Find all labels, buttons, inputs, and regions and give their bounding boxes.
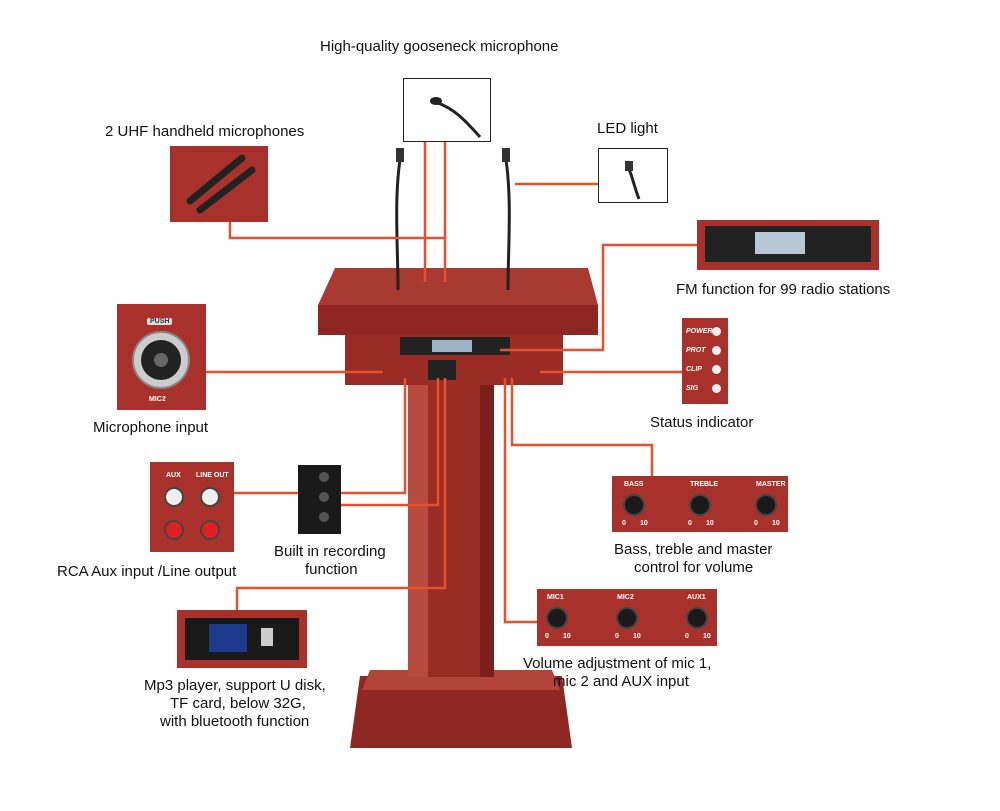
- mp3-display: [209, 624, 247, 652]
- rca-jacks-icon: [164, 487, 220, 540]
- fm-label: FM function for 99 radio stations: [676, 281, 891, 298]
- knob-label-mic2: MIC2: [617, 594, 634, 601]
- knob-master-icon: [755, 494, 777, 516]
- knob-min-label: 0: [685, 633, 689, 640]
- handheld-mic-icon: [186, 154, 256, 214]
- status-led-icon: [712, 346, 721, 355]
- mp3-label-2: TF card, below 32G,: [170, 695, 306, 712]
- mp3-inset: [177, 610, 307, 668]
- knob-mic2-icon: [616, 607, 638, 629]
- status-led-icon: [712, 365, 721, 374]
- knob-label-bass: BASS: [624, 481, 644, 488]
- tone-label-2: control for volume: [634, 559, 754, 576]
- podium-base: [350, 676, 572, 748]
- knob-treble-icon: [689, 494, 711, 516]
- recording-buttons-icon: [319, 472, 329, 522]
- knob-min-label: 0: [754, 520, 758, 527]
- knob-max-label: 10: [633, 633, 641, 640]
- status-item-sig: SIG: [686, 385, 699, 392]
- knob-label-treble: TREBLE: [690, 481, 718, 488]
- podium-desk-top: [318, 268, 598, 305]
- knob-max-label: 10: [703, 633, 711, 640]
- connector-lines: [206, 142, 697, 624]
- mic-input-inset: PUSH MIC2: [117, 304, 206, 410]
- gooseneck-icon: [430, 97, 482, 138]
- status-inset: POWER PROT CLIP SIG: [682, 318, 728, 404]
- status-led-icon: [712, 327, 721, 336]
- led-inset: [598, 148, 668, 203]
- status-item-power: POWER: [686, 328, 713, 335]
- status-item-prot: PROT: [686, 347, 706, 354]
- handheld-inset: [170, 146, 268, 222]
- mic2-label: MIC2: [149, 396, 166, 403]
- led-light-icon: [625, 161, 641, 200]
- knob-label-master: MASTER: [756, 481, 786, 488]
- knob-max-label: 10: [563, 633, 571, 640]
- knob-min-label: 0: [622, 520, 626, 527]
- status-item-clip: CLIP: [686, 366, 702, 373]
- xlr-jack-icon: [132, 331, 190, 389]
- aux-label: AUX: [166, 472, 181, 479]
- knob-aux1-icon: [686, 607, 708, 629]
- recording-label-2: function: [305, 561, 358, 578]
- knob-mic1-icon: [546, 607, 568, 629]
- fm-display: [755, 232, 805, 254]
- handheld-label: 2 UHF handheld microphones: [105, 123, 305, 140]
- recording-inset: [298, 465, 341, 534]
- rca-inset: AUX LINE OUT: [150, 462, 234, 552]
- volume-label-2: mic 2 and AUX input: [553, 673, 689, 690]
- knob-min-label: 0: [688, 520, 692, 527]
- gooseneck-label: High-quality gooseneck microphone: [320, 38, 559, 55]
- usb-port: [261, 628, 273, 646]
- line-out-label: LINE OUT: [196, 472, 229, 479]
- tone-label-1: Bass, treble and master: [614, 541, 773, 558]
- knob-min-label: 0: [615, 633, 619, 640]
- knob-max-label: 10: [772, 520, 780, 527]
- led-label: LED light: [597, 120, 658, 137]
- volume-inset: MIC1 0 10 MIC2 0 10 AUX1 0 10: [537, 589, 717, 646]
- status-label: Status indicator: [650, 414, 754, 431]
- knob-label-aux1: AUX1: [687, 594, 706, 601]
- status-led-icon: [712, 384, 721, 393]
- knob-label-mic1: MIC1: [547, 594, 564, 601]
- knob-min-label: 0: [545, 633, 549, 640]
- mic-input-label: Microphone input: [93, 419, 209, 436]
- knob-max-label: 10: [706, 520, 714, 527]
- rca-label: RCA Aux input /Line output: [57, 563, 237, 580]
- mp3-label-3: with bluetooth function: [160, 713, 310, 730]
- push-label: PUSH: [147, 318, 173, 325]
- knob-max-label: 10: [640, 520, 648, 527]
- recording-label-1: Built in recording: [274, 543, 386, 560]
- volume-label-1: Volume adjustment of mic 1,: [523, 655, 712, 672]
- mp3-label-1: Mp3 player, support U disk,: [144, 677, 326, 694]
- gooseneck-inset: [403, 78, 491, 142]
- tone-inset: BASS 0 10 TREBLE 0 10 MASTER 0 10: [612, 476, 788, 532]
- fm-inset: [697, 220, 879, 270]
- knob-bass-icon: [623, 494, 645, 516]
